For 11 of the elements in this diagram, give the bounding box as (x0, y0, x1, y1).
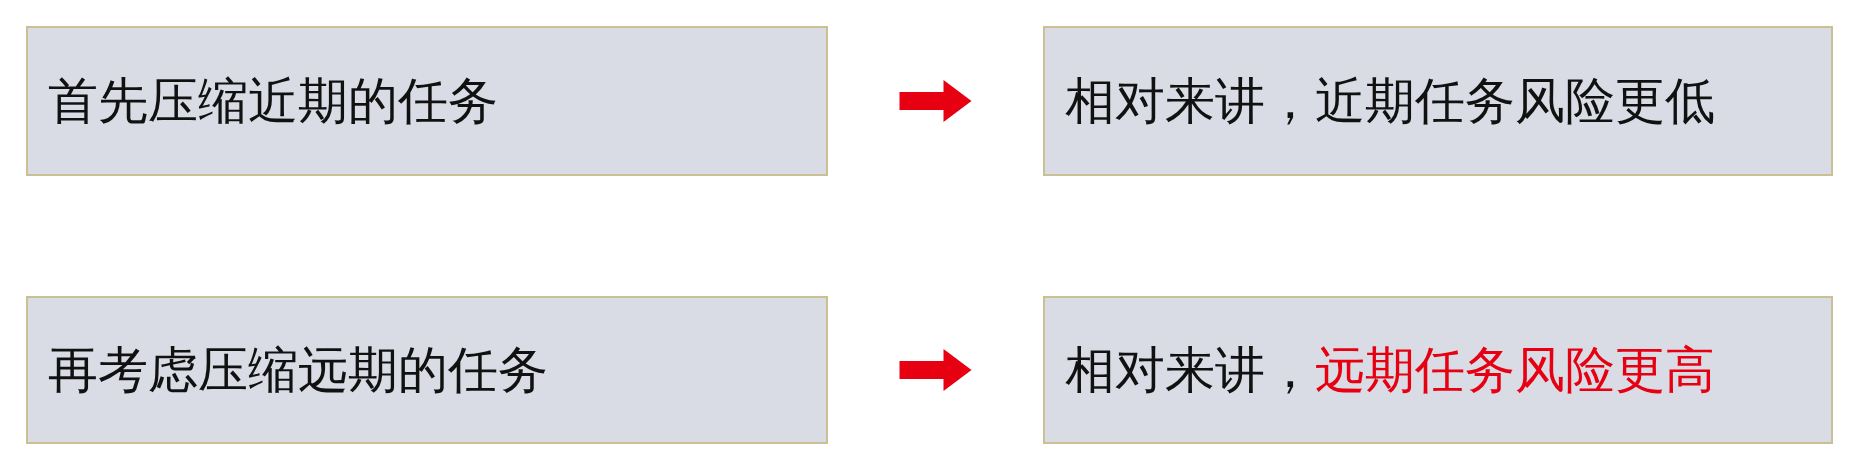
box-text: 首先压缩近期的任务 (48, 70, 498, 132)
arrow (899, 80, 972, 122)
arrow (899, 349, 972, 391)
text-box (1043, 26, 1833, 176)
text-box (26, 26, 828, 176)
text-box (26, 296, 828, 444)
box-text: 相对来讲， (1065, 339, 1315, 401)
box-text: 远期任务风险更高 (1315, 339, 1715, 401)
box-text: 相对来讲，近期任务风险更低 (1065, 70, 1715, 132)
text-box (1043, 296, 1833, 444)
box-text: 再考虑压缩远期的任务 (48, 339, 548, 401)
